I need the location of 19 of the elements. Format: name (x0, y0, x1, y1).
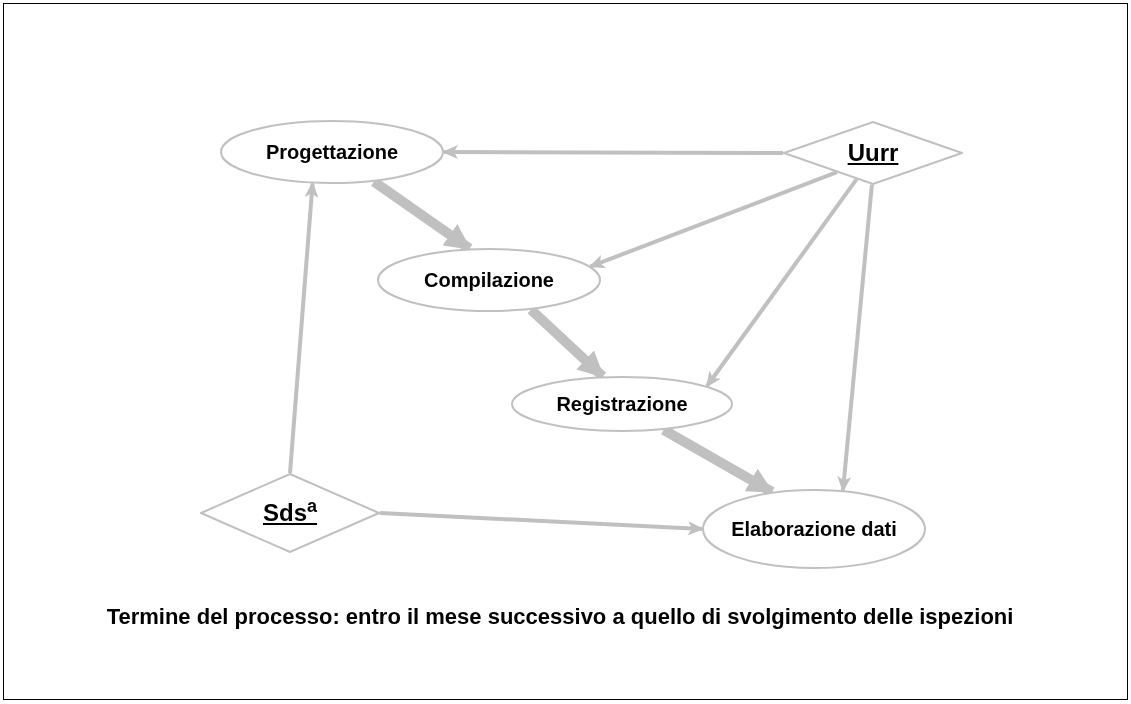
arrow (379, 511, 704, 536)
decision-diamond (783, 121, 963, 185)
node-label: Registrazione (555, 391, 689, 417)
process-ellipse (702, 489, 926, 569)
process-ellipse (377, 248, 601, 312)
node-label: Sds$^{a}$ (262, 498, 318, 528)
node-label: Progettazione (264, 139, 400, 165)
arrow (705, 178, 859, 388)
caption: Termine del processo: entro il mese successivo a quello di svolgimento delle ispezioni (105, 603, 1015, 631)
arrow (588, 170, 838, 269)
arrow (442, 145, 783, 160)
decision-diamond (200, 473, 380, 553)
node-label: Uurr (846, 138, 900, 168)
node-label: Elaborazione dati (730, 516, 898, 542)
process-ellipse (220, 120, 444, 184)
arrow (288, 181, 319, 474)
node-label: Compilazione (423, 267, 555, 293)
arrow (837, 184, 874, 493)
process-ellipse (511, 376, 733, 432)
